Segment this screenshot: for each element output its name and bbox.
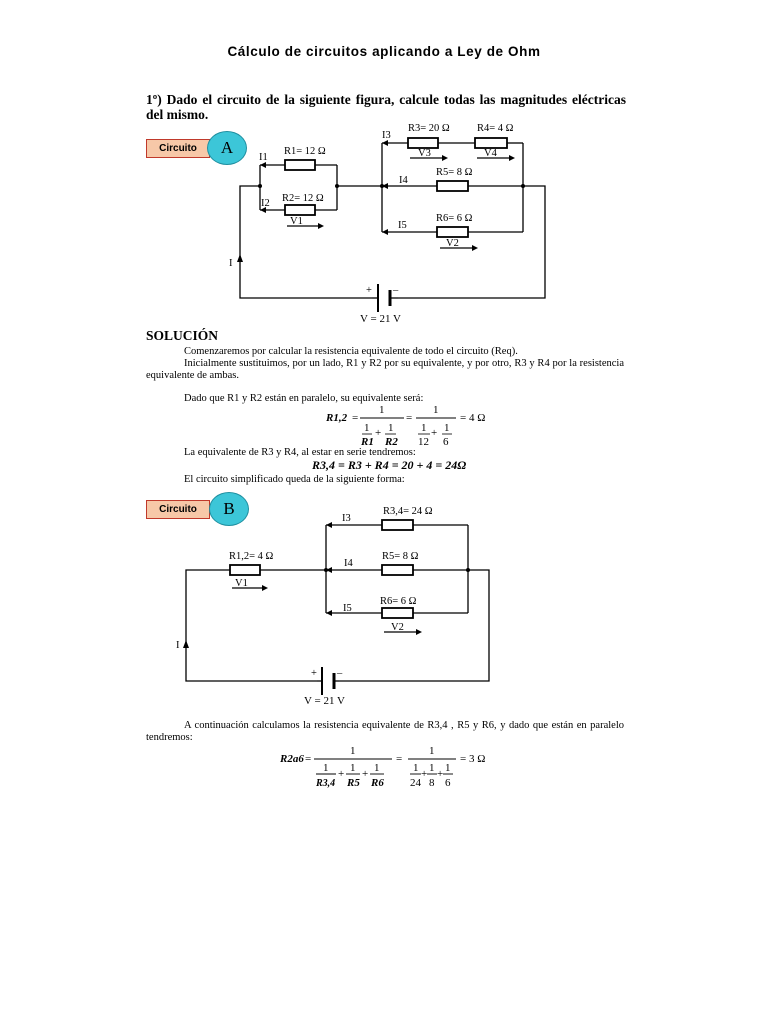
svg-text:1: 1: [388, 422, 394, 434]
svg-text:1: 1: [350, 762, 356, 774]
v1b-label: V1: [235, 578, 248, 589]
svg-text:+: +: [431, 427, 437, 439]
i4b-label: I4: [344, 558, 353, 569]
svg-text:+: +: [362, 768, 368, 780]
circuit-b-tag: Circuito: [146, 500, 210, 519]
eq1-one: 1: [379, 404, 385, 416]
svg-text:+: +: [421, 768, 427, 780]
svg-text:+: +: [375, 427, 381, 439]
r1-label: R1= 12 Ω: [284, 146, 326, 157]
eq3-result: = 3 Ω: [460, 753, 485, 765]
battery-b-plus: +: [311, 668, 317, 679]
eq1-n2: 6: [443, 436, 449, 448]
equation-r34: R3,4 = R3 + R4 = 20 + 4 = 24Ω: [312, 458, 467, 472]
i5b-label: I5: [343, 603, 352, 614]
r6-label: R6= 6 Ω: [436, 213, 473, 224]
solution-line-1: Comenzaremos por calcular la resistencia…: [184, 346, 518, 357]
eq1-result: = 4 Ω: [460, 412, 485, 424]
svg-text:1: 1: [323, 762, 329, 774]
v4-label: V4: [484, 148, 498, 159]
r4-label: R4= 4 Ω: [477, 123, 514, 134]
svg-text:=: =: [305, 753, 311, 765]
r3-label: R3= 20 Ω: [408, 123, 450, 134]
solution-line-4: La equivalente de R3 y R4, al estar en s…: [184, 447, 416, 458]
battery-plus: +: [366, 285, 372, 296]
i5-label: I5: [398, 220, 407, 231]
r34-label: R3,4= 24 Ω: [383, 506, 433, 517]
svg-text:=: =: [396, 753, 402, 765]
svg-text:=: =: [352, 412, 358, 424]
circuit-a-diagram: R1= 12 Ω R2= 12 Ω R3= 20 Ω R4= 4 Ω R5= 8…: [229, 123, 546, 325]
eq3-one: 1: [350, 745, 356, 757]
circuit-a-badge: A: [207, 131, 247, 165]
svg-text:1: 1: [413, 762, 419, 774]
i3-label: I3: [382, 130, 391, 141]
svg-text:1: 1: [433, 404, 439, 416]
svg-text:1: 1: [429, 745, 435, 757]
voltage-label: V = 21 V: [360, 313, 401, 325]
circuit-b-diagram: R1,2= 4 Ω R3,4= 24 Ω R5= 8 Ω R6= 6 Ω I I…: [176, 506, 490, 707]
eq1-d2: R2: [384, 436, 398, 448]
eq3-n2: 8: [429, 777, 435, 789]
solution-line-5: El circuito simplificado queda de la sig…: [184, 474, 405, 485]
i2-label: I2: [261, 198, 270, 209]
v3-label: V3: [418, 148, 431, 159]
ib-label: I: [176, 640, 180, 651]
voltage-b-label: V = 21 V: [304, 695, 345, 707]
page-title: Cálculo de circuitos aplicando a Ley de …: [227, 44, 541, 59]
circuit-a-tag: Circuito: [146, 139, 210, 158]
circuit-b-badge: B: [209, 492, 249, 526]
v2-label: V2: [446, 238, 459, 249]
r2-label: R2= 12 Ω: [282, 193, 324, 204]
svg-text:+: +: [338, 768, 344, 780]
svg-text:1: 1: [364, 422, 370, 434]
eq1-n1: 12: [418, 436, 429, 448]
battery-minus: –: [392, 285, 399, 296]
equation-r12: R1,2 = 1 = 1 1 1 + R1 R2 1 1 + 12 6 = 4 …: [325, 404, 485, 448]
battery-b-minus: –: [336, 668, 343, 679]
i1-label: I1: [259, 152, 268, 163]
r12-label: R1,2= 4 Ω: [229, 551, 274, 562]
svg-text:1: 1: [429, 762, 435, 774]
solution-line-2: Inicialmente sustituimos, por un lado, R…: [146, 358, 624, 381]
solution-line-6: A continuación calculamos la resistencia…: [146, 720, 624, 743]
svg-text:1: 1: [374, 762, 380, 774]
v1-label: V1: [290, 216, 303, 227]
svg-text:1: 1: [444, 422, 450, 434]
eq3-d3: R6: [370, 777, 384, 789]
eq3-n1: 24: [410, 777, 422, 789]
r6b-label: R6= 6 Ω: [380, 596, 417, 607]
eq3-n3: 6: [445, 777, 451, 789]
problem-statement: 1º) Dado el circuito de la siguiente fig…: [146, 92, 626, 122]
solution-heading: SOLUCIÓN: [146, 328, 219, 343]
r5b-label: R5= 8 Ω: [382, 551, 419, 562]
svg-text:1: 1: [421, 422, 427, 434]
v2b-label: V2: [391, 622, 404, 633]
eq3-d2: R5: [346, 777, 360, 789]
solution-line-3: Dado que R1 y R2 están en paralelo, su e…: [184, 393, 424, 404]
equation-r2a6: R2a6 = 1 = 1 1 1 1 + + R3,4 R5 R6 1 1 1 …: [279, 745, 485, 789]
eq1-lhs: R1,2: [325, 412, 348, 424]
i4-label: I4: [399, 175, 408, 186]
r5-label: R5= 8 Ω: [436, 167, 473, 178]
eq3-lhs: R2a6: [279, 753, 304, 765]
eq1-d1: R1: [360, 436, 374, 448]
svg-text:+: +: [437, 768, 443, 780]
i-label: I: [229, 258, 233, 269]
i3b-label: I3: [342, 513, 351, 524]
eq3-d1: R3,4: [315, 778, 335, 789]
svg-text:1: 1: [445, 762, 451, 774]
svg-text:=: =: [406, 412, 412, 424]
